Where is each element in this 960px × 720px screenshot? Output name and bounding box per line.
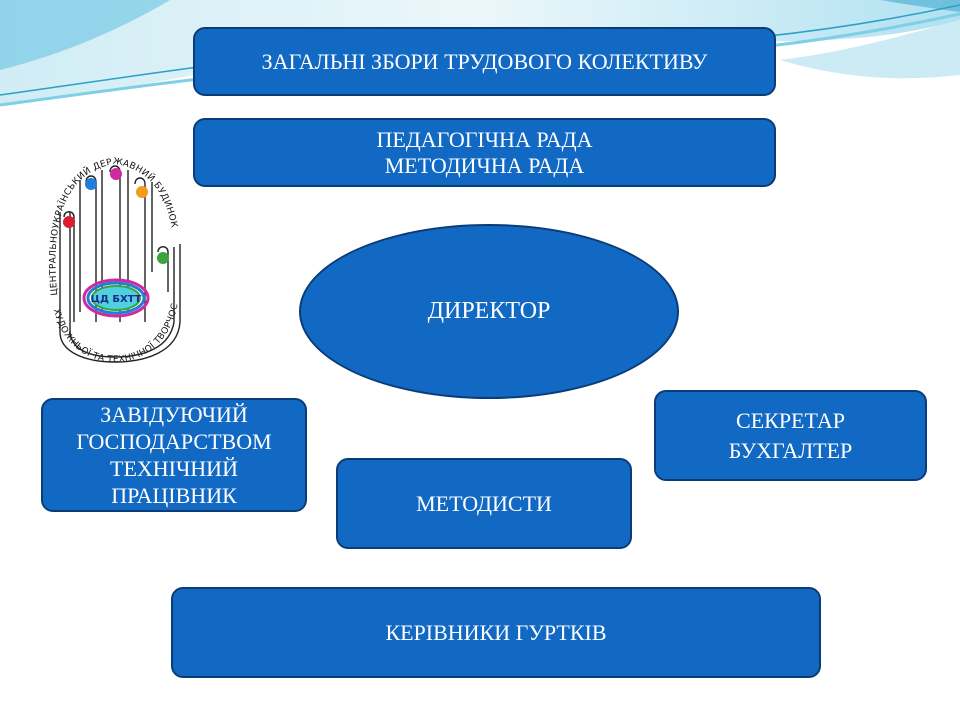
general-meeting-box: ЗАГАЛЬНІ ЗБОРИ ТРУДОВОГО КОЛЕКТИВУ bbox=[193, 27, 776, 96]
household-box: ЗАВІДУЮЧИЙ ГОСПОДАРСТВОМ ТЕХНІЧНИЙ ПРАЦІ… bbox=[41, 398, 307, 512]
decorative-wave-background bbox=[0, 0, 960, 107]
methodists-label: МЕТОДИСТИ bbox=[416, 490, 552, 516]
camera-icon bbox=[110, 168, 122, 180]
organization-logo: ЦЕНТРАЛЬНОУКРАЇНСЬКИЙ ДЕРЖАВНИЙ БУДИНОК … bbox=[40, 152, 181, 365]
household-line-1: ЗАВІДУЮЧИЙ bbox=[100, 402, 248, 427]
book-icon bbox=[136, 186, 148, 198]
secretary-box: СЕКРЕТАР БУХГАЛТЕР bbox=[654, 390, 927, 481]
methodical-council-label: МЕТОДИЧНА РАДА bbox=[384, 152, 585, 178]
councils-box: ПЕДАГОГІЧНА РАДА МЕТОДИЧНА РАДА bbox=[193, 118, 776, 187]
logo-badge-text: ЦД БХТТ bbox=[91, 294, 142, 305]
secretary-label: СЕКРЕТАР bbox=[736, 407, 845, 433]
director-ellipse: ДИРЕКТОР bbox=[299, 224, 679, 399]
pedagogical-council-label: ПЕДАГОГІЧНА РАДА bbox=[376, 126, 593, 152]
recycle-icon bbox=[157, 252, 169, 264]
methodists-box: МЕТОДИСТИ bbox=[336, 458, 632, 549]
director-label: ДИРЕКТОР bbox=[427, 298, 551, 324]
club-leaders-box: КЕРІВНИКИ ГУРТКІВ bbox=[171, 587, 821, 678]
household-line-4: ПРАЦІВНИК bbox=[111, 483, 237, 508]
hand-outline-icon bbox=[59, 165, 181, 363]
red-fingertip-icon bbox=[63, 216, 75, 228]
music-note-icon bbox=[85, 178, 97, 190]
household-line-3: ТЕХНІЧНИЙ bbox=[110, 456, 238, 481]
household-line-2: ГОСПОДАРСТВОМ bbox=[76, 429, 272, 454]
club-leaders-label: КЕРІВНИКИ ГУРТКІВ bbox=[385, 619, 607, 645]
accountant-label: БУХГАЛТЕР bbox=[728, 437, 853, 463]
general-meeting-label: ЗАГАЛЬНІ ЗБОРИ ТРУДОВОГО КОЛЕКТИВУ bbox=[261, 48, 708, 74]
